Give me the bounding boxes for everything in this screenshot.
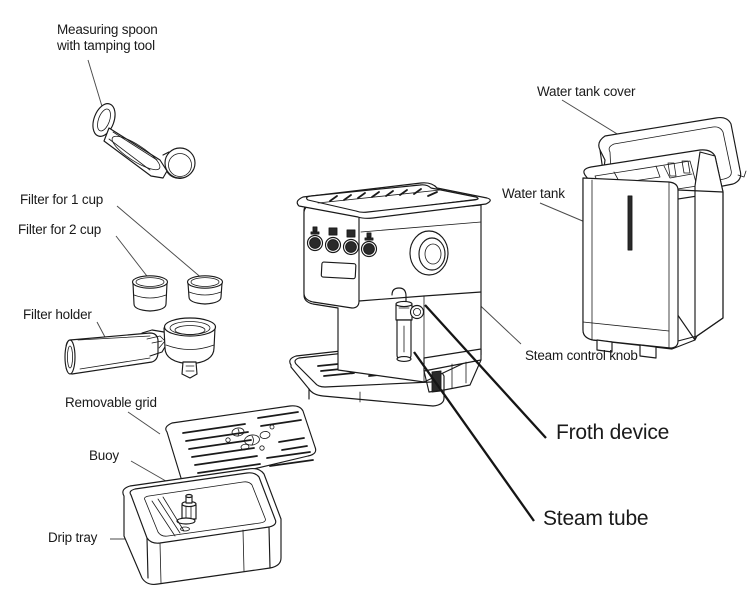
filter-basket-2cup bbox=[131, 275, 169, 312]
label-drip-tray: Drip tray bbox=[48, 530, 98, 545]
label-steam-tube: Steam tube bbox=[543, 507, 649, 530]
label-buoy: Buoy bbox=[89, 448, 119, 463]
water-tank-part bbox=[582, 117, 747, 359]
control-panel bbox=[306, 226, 378, 280]
label-water-tank: Water tank bbox=[502, 186, 565, 201]
steam-tube-part bbox=[396, 319, 412, 362]
leader-lines-bold bbox=[413, 304, 547, 522]
button-icon-power bbox=[310, 226, 320, 235]
label-filter-holder: Filter holder bbox=[23, 307, 92, 322]
filter-holder-part bbox=[64, 317, 217, 379]
froth-device-part bbox=[391, 287, 425, 321]
button-icon-cup-large bbox=[346, 229, 356, 238]
label-water-tank-cover: Water tank cover bbox=[537, 84, 636, 99]
label-froth-device: Froth device bbox=[556, 421, 670, 444]
drip-tray-part bbox=[122, 467, 282, 585]
espresso-machine-body bbox=[289, 182, 491, 407]
label-steam-control-knob: Steam control knob bbox=[525, 348, 638, 363]
label-measuring-spoon: Measuring spoon with tamping tool bbox=[57, 22, 158, 53]
display-window bbox=[320, 261, 357, 280]
measuring-spoon-part bbox=[92, 103, 196, 179]
buoy-part bbox=[176, 493, 197, 525]
filter-basket-1cup bbox=[186, 275, 224, 305]
label-removable-grid: Removable grid bbox=[65, 395, 157, 410]
button-icon-cup-small bbox=[328, 227, 338, 236]
steam-knob-part bbox=[409, 230, 449, 276]
button-icon-steam bbox=[364, 232, 374, 241]
label-filter-1-cup: Filter for 1 cup bbox=[20, 192, 104, 207]
label-filter-2-cup: Filter for 2 cup bbox=[18, 222, 102, 237]
